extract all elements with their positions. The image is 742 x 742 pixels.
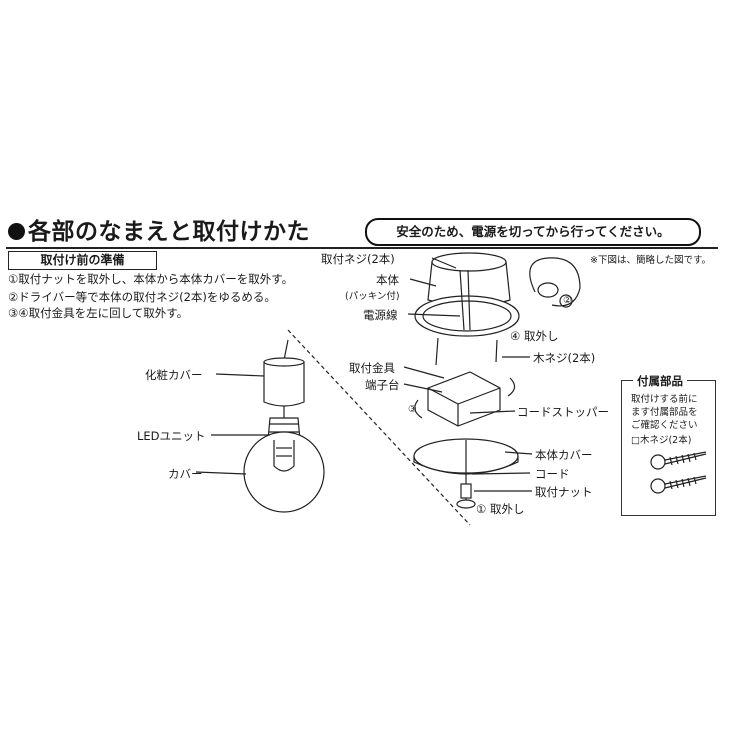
wood-screw-icon — [650, 475, 707, 494]
screw-detail-illustration — [529, 257, 581, 308]
nut-ring — [456, 499, 476, 509]
step-3: ③④取付金具を左に回して取外す。 — [8, 306, 189, 320]
label-packing: (パッキン付) — [345, 291, 400, 302]
label-cover: カバー — [168, 467, 203, 481]
label-led-unit: LEDユニット — [137, 429, 206, 443]
pendant-light-illustration — [243, 339, 325, 513]
mount-body-illustration — [414, 252, 520, 337]
step-2: ②ドライバー等で本体の取付ネジ(2本)をゆるめる。 — [8, 290, 276, 304]
label-mount-nut: 取付ナット — [535, 485, 593, 499]
label-power-line: 電源線 — [363, 308, 398, 322]
label-mark-3: ③ — [408, 404, 417, 415]
label-wood-screw: 木ネジ(2本) — [533, 351, 596, 365]
section-title: 各部のなまえと取付けかた — [8, 212, 310, 246]
simplified-note: ※下図は、簡略した図です。 — [590, 255, 712, 266]
prep-heading: 取付け前の準備 — [8, 251, 157, 270]
section-title-text: 各部のなまえと取付けかた — [28, 219, 310, 245]
label-mount-screws: 取付ネジ(2本) — [321, 252, 395, 266]
label-body: 本体 — [376, 273, 399, 287]
label-remove-1: ① 取外し — [476, 502, 525, 516]
wood-screw-icon — [650, 451, 707, 470]
label-terminal: 端子台 — [365, 378, 400, 392]
label-bracket: 取付金具 — [349, 361, 395, 375]
mount-screw-right — [495, 339, 498, 363]
step-1: ①取付ナットを取外し、本体から本体カバーを取外す。 — [8, 272, 294, 286]
safety-notice: 安全のため、電源を切ってから行ってください。 — [365, 218, 701, 246]
header-divider — [6, 247, 718, 249]
label-mark-2: ② — [563, 295, 572, 306]
label-cord: コード — [535, 467, 570, 481]
accessories-item: □木ネジ(2本) — [631, 435, 692, 446]
bracket-illustration — [414, 371, 516, 427]
accessories-line-3: ご確認ください — [631, 420, 698, 431]
mount-nut-shape — [460, 483, 472, 499]
leader-decor — [215, 373, 265, 377]
bullet-icon — [8, 223, 25, 240]
accessories-line-1: 取付けする前に — [631, 394, 698, 405]
label-body-cover: 本体カバー — [535, 448, 593, 462]
label-remove-4: ④ 取外し — [510, 329, 559, 343]
accessories-heading: 付属部品 — [633, 373, 687, 389]
label-decor-cover: 化粧カバー — [145, 368, 203, 382]
mount-screw-left — [435, 337, 439, 366]
leader-cover — [195, 471, 247, 475]
label-cord-stopper: コードストッパー — [517, 405, 609, 419]
dashed-guide — [287, 329, 471, 526]
accessories-line-2: ます付属部品を — [631, 407, 698, 418]
